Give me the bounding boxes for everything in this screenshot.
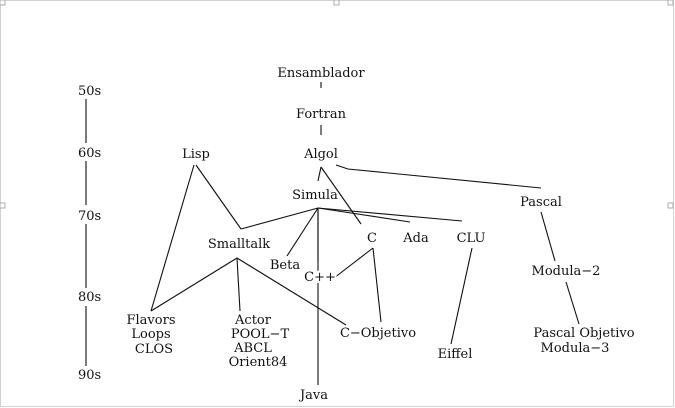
language-label-modula2: Modula−2	[532, 264, 601, 279]
language-label-loops: Loops	[131, 327, 170, 342]
edge-lisp-to-smalltalk	[195, 164, 242, 230]
decade-label-60s: 60s	[78, 146, 101, 161]
language-label-eiffel: Eiffel	[438, 347, 473, 362]
language-label-modula3: Modula−3	[541, 341, 610, 356]
language-label-pascal: Pascal	[520, 195, 562, 210]
language-label-orient84: Orient84	[229, 355, 288, 370]
edge-lisp-to-flavors	[150, 164, 195, 312]
decade-label-50s: 50s	[78, 84, 101, 99]
language-label-fortran: Fortran	[296, 107, 347, 122]
resize-handle-top-left[interactable]	[0, 0, 6, 6]
language-label-clu: CLU	[457, 231, 486, 246]
language-label-cpp: C++	[304, 270, 336, 285]
decade-axis: 50s 60s 70s 80s 90s	[78, 84, 101, 383]
decade-label-90s: 90s	[78, 368, 101, 383]
edge-smalltalk-to-actor	[236, 257, 241, 312]
language-label-flavors: Flavors	[127, 313, 176, 328]
resize-handle-top-right[interactable]	[667, 0, 674, 6]
edge-pascal-to-modula2	[540, 211, 556, 262]
language-label-ada: Ada	[402, 231, 429, 246]
edge-c-to-cpp	[333, 247, 374, 279]
language-label-beta: Beta	[270, 258, 300, 273]
edge-smalltalk-to-c-objetivo	[236, 257, 347, 326]
decade-label-80s: 80s	[78, 290, 101, 305]
language-label-pascal-objetivo: Pascal Objetivo	[533, 326, 634, 341]
language-label-simula: Simula	[292, 188, 338, 203]
resize-handle-middle-left[interactable]	[0, 202, 6, 209]
language-label-ensamblador: Ensamblador	[277, 66, 365, 81]
edge-simula-to-clu	[317, 207, 463, 222]
language-label-pool-t: POOL−T	[231, 327, 290, 342]
language-label-algol: Algol	[303, 147, 338, 162]
language-label-abcl: ABCL	[233, 341, 272, 356]
edge-algol-to-c	[320, 166, 362, 225]
language-label-clos: CLOS	[135, 342, 173, 357]
resize-handle-middle-right[interactable]	[667, 202, 674, 209]
edge-algol-to-pascal	[335, 164, 542, 189]
edge-simula-to-ada	[317, 207, 411, 223]
edge-simula-to-beta	[286, 207, 319, 257]
language-label-smalltalk: Smalltalk	[208, 237, 270, 252]
decade-label-70s: 70s	[78, 209, 101, 224]
language-label-actor: Actor	[234, 313, 272, 328]
language-label-java: Java	[298, 388, 328, 403]
language-label-c: C	[367, 231, 377, 246]
resize-handle-top-center[interactable]	[333, 0, 340, 6]
language-label-c-objetivo: C−Objetivo	[340, 326, 416, 341]
language-label-lisp: Lisp	[182, 147, 210, 162]
edge-simula-to-smalltalk	[240, 207, 319, 230]
edge-clu-to-eiffel	[450, 247, 473, 345]
edge-modula2-to-pascal-objetivo	[565, 281, 580, 325]
edge-algol-to-simula	[317, 166, 322, 182]
edge-smalltalk-to-flavors	[150, 257, 238, 312]
inheritance-edges	[150, 82, 580, 385]
edge-c-to-c-objetivo	[372, 247, 382, 323]
